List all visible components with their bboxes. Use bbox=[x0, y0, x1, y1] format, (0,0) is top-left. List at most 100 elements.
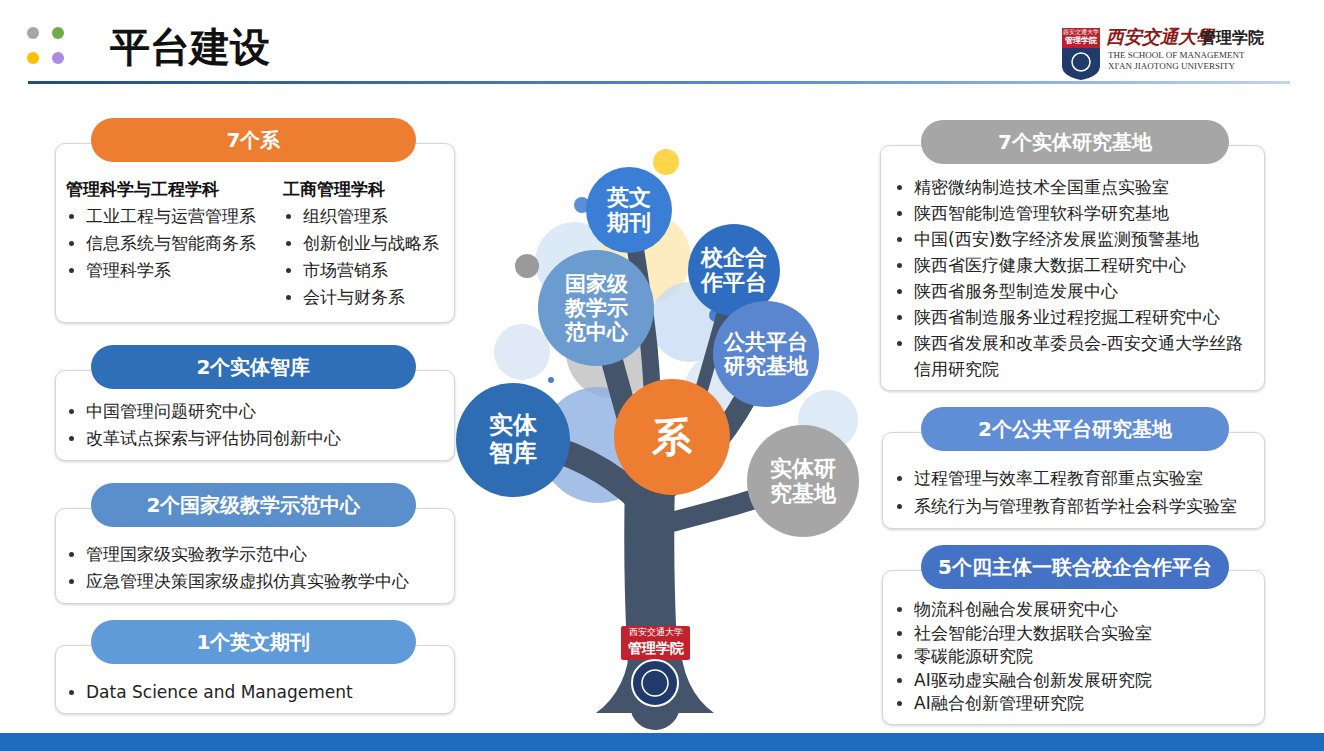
logo-text: 西安交通大學 bbox=[1106, 27, 1214, 47]
panel-heading: 2个公共平台研究基地 bbox=[978, 416, 1172, 443]
bullet-dot bbox=[69, 436, 74, 441]
item-text: 管理国家级实验教学示范中心 bbox=[86, 541, 442, 568]
heading-pill: 5个四主体一联合校企合作平台 bbox=[921, 545, 1229, 589]
category-panel: 2个公共平台研究基地过程管理与效率工程教育部重点实验室系统行为与管理教育部哲学社… bbox=[882, 432, 1265, 529]
circle-label: 实体智库 bbox=[488, 412, 538, 467]
bullet-dot bbox=[69, 690, 74, 695]
list-item: AI融合创新管理研究院 bbox=[883, 692, 1252, 716]
item-text: 应急管理决策国家级虚拟仿真实验教学中心 bbox=[86, 568, 442, 595]
item-text: 创新创业与战略系 bbox=[303, 230, 448, 257]
logo-shield-top bbox=[1062, 28, 1100, 48]
list-item: 组织管理系 bbox=[283, 203, 448, 230]
item-text: 零碳能源研究院 bbox=[914, 645, 1252, 669]
subject-heading: 管理科学与工程学科 bbox=[66, 179, 219, 199]
item-text: 精密微纳制造技术全国重点实验室 bbox=[914, 174, 1252, 200]
panel-heading: 7个实体研究基地 bbox=[998, 129, 1152, 156]
list-item: 管理国家级实验教学示范中心 bbox=[56, 541, 442, 568]
heading-pill: 7个实体研究基地 bbox=[921, 120, 1229, 164]
logo-text: 管理学院 bbox=[621, 641, 690, 656]
bullet-dot bbox=[286, 268, 291, 273]
logo-text: 管理学院 bbox=[1200, 29, 1264, 47]
deco-dot bbox=[52, 27, 64, 39]
logo-text: 西安交通大学 bbox=[1062, 29, 1100, 36]
circle-label: 实体研究基地 bbox=[769, 456, 837, 507]
bullet-dot bbox=[69, 241, 74, 246]
bullet-dot bbox=[69, 409, 74, 414]
deco-bubble bbox=[548, 377, 554, 383]
subject-column: 工商管理学科组织管理系创新创业与战略系市场营销系会计与财务系 bbox=[283, 176, 448, 311]
item-text: 物流科创融合发展研究中心 bbox=[914, 598, 1252, 622]
bullet-dot bbox=[69, 214, 74, 219]
footer-band bbox=[0, 733, 1324, 751]
item-text: 社会智能治理大数据联合实验室 bbox=[914, 622, 1252, 646]
tree-base bbox=[596, 640, 714, 713]
list-item: 信息系统与智能商务系 bbox=[66, 230, 281, 257]
list-item: 过程管理与效率工程教育部重点实验室 bbox=[883, 464, 1252, 492]
list-item: 市场营销系 bbox=[283, 257, 448, 284]
panel-heading: 7个系 bbox=[227, 127, 281, 154]
list-item: 应急管理决策国家级虚拟仿真实验教学中心 bbox=[56, 568, 442, 595]
panel-heading: 2个实体智库 bbox=[197, 354, 311, 381]
circle-label: 公共平台研究基地 bbox=[723, 330, 809, 378]
item-text: 信息系统与智能商务系 bbox=[86, 230, 281, 257]
panel-body: 中国管理问题研究中心改革试点探索与评估协同创新中心 bbox=[56, 398, 442, 452]
bullet-dot bbox=[897, 631, 902, 636]
category-panel: 5个四主体一联合校企合作平台物流科创融合发展研究中心社会智能治理大数据联合实验室… bbox=[882, 570, 1265, 725]
bullet-dot bbox=[897, 211, 902, 216]
tree-circle: 系 bbox=[614, 379, 730, 495]
list-item: 物流科创融合发展研究中心 bbox=[883, 598, 1252, 622]
logo-text: XI'AN JIAOTONG UNIVERSITY bbox=[1108, 62, 1235, 72]
deco-bubble bbox=[653, 149, 679, 175]
heading-pill: 2个公共平台研究基地 bbox=[921, 407, 1229, 451]
list-item: 中国管理问题研究中心 bbox=[56, 398, 442, 425]
list-item: 会计与财务系 bbox=[283, 284, 448, 311]
deco-bubble bbox=[515, 254, 539, 278]
logo-text: 西安交通大学 bbox=[621, 628, 690, 638]
bullet-dot bbox=[69, 552, 74, 557]
subject-column: 管理科学与工程学科工业工程与运营管理系信息系统与智能商务系管理科学系 bbox=[66, 176, 281, 284]
bullet-dot bbox=[897, 237, 902, 242]
bullet-dot bbox=[897, 263, 902, 268]
item-text: AI驱动虚实融合创新发展研究院 bbox=[914, 669, 1252, 693]
list-item: 管理科学系 bbox=[66, 257, 281, 284]
bullet-dot bbox=[69, 579, 74, 584]
category-panel: 2个实体智库中国管理问题研究中心改革试点探索与评估协同创新中心 bbox=[55, 370, 455, 461]
trunk-logo-emblem bbox=[642, 670, 668, 696]
item-text: 陕西智能制造管理软科学研究基地 bbox=[914, 200, 1252, 226]
list-item: 社会智能治理大数据联合实验室 bbox=[883, 622, 1252, 646]
list-item: 陕西省服务型制造发展中心 bbox=[881, 278, 1252, 304]
subject-heading-row: 工商管理学科 bbox=[283, 176, 448, 203]
item-text: 工业工程与运营管理系 bbox=[86, 203, 281, 230]
item-text: 陕西省服务型制造发展中心 bbox=[914, 278, 1252, 304]
heading-pill: 2个实体智库 bbox=[91, 345, 416, 389]
list-item: 陕西省医疗健康大数据工程研究中心 bbox=[881, 252, 1252, 278]
subject-heading-row: 管理科学与工程学科 bbox=[66, 176, 281, 203]
circle-label: 国家级教学示范中心 bbox=[564, 272, 629, 344]
logo-shield bbox=[1062, 48, 1100, 80]
panel-heading: 5个四主体一联合校企合作平台 bbox=[938, 554, 1212, 581]
list-item: 系统行为与管理教育部哲学社会科学实验室 bbox=[883, 492, 1252, 520]
trunk-logo-emblem bbox=[632, 660, 678, 706]
item-text: 市场营销系 bbox=[303, 257, 448, 284]
list-item: 陕西智能制造管理软科学研究基地 bbox=[881, 200, 1252, 226]
bullet-dot bbox=[897, 476, 902, 481]
item-text: 陕西省医疗健康大数据工程研究中心 bbox=[914, 252, 1252, 278]
subject-heading: 工商管理学科 bbox=[283, 179, 385, 199]
heading-pill: 2个国家级教学示范中心 bbox=[91, 483, 416, 527]
list-item: 中国(西安)数字经济发展监测预警基地 bbox=[881, 226, 1252, 252]
panel-body: 过程管理与效率工程教育部重点实验室系统行为与管理教育部哲学社会科学实验室 bbox=[883, 464, 1252, 520]
list-item: 零碳能源研究院 bbox=[883, 645, 1252, 669]
bullet-dot bbox=[897, 315, 902, 320]
item-text: 系统行为与管理教育部哲学社会科学实验室 bbox=[914, 492, 1252, 520]
list-item: 创新创业与战略系 bbox=[283, 230, 448, 257]
heading-pill: 7个系 bbox=[91, 118, 416, 162]
category-panel: 1个英文期刊Data Science and Management bbox=[55, 645, 455, 714]
tree-circle: 英文期刊 bbox=[586, 167, 672, 253]
list-item: AI驱动虚实融合创新发展研究院 bbox=[883, 669, 1252, 693]
list-item: 陕西省制造服务业过程挖掘工程研究中心 bbox=[881, 304, 1252, 330]
bullet-dot bbox=[897, 341, 902, 346]
item-text: 组织管理系 bbox=[303, 203, 448, 230]
tree-circle: 实体智库 bbox=[456, 383, 570, 497]
circle-label: 系 bbox=[651, 414, 693, 460]
